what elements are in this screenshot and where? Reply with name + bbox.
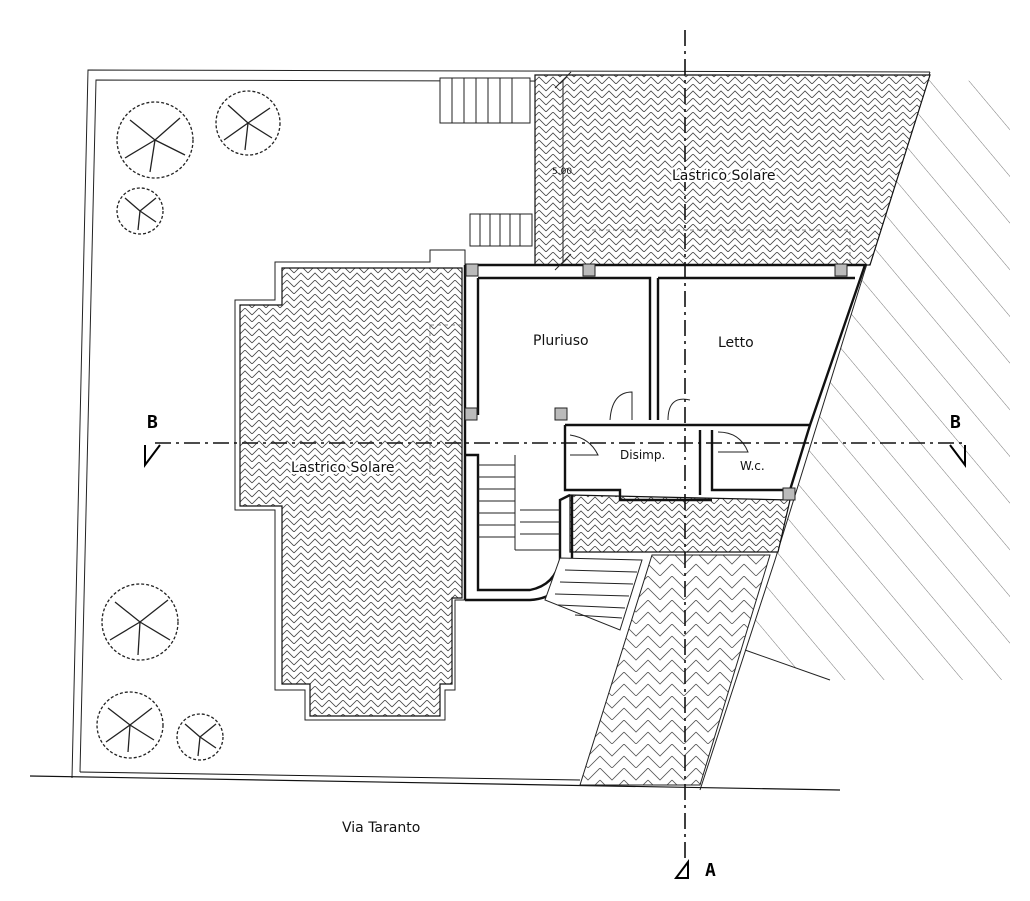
room-label-disimpegno: Disimp. <box>620 448 665 462</box>
trees <box>96 90 281 761</box>
stair-internal <box>478 455 560 551</box>
hidden-lines <box>429 229 851 475</box>
tree-icon <box>176 713 224 761</box>
stair-lower <box>544 557 643 631</box>
section-label-b-left: B <box>147 412 158 433</box>
terrace-label-top: Lastrico Solare <box>672 168 776 184</box>
terrace-label-left: Lastrico Solare <box>291 460 395 476</box>
room-label-letto: Letto <box>718 335 754 351</box>
dimension-line <box>554 71 572 271</box>
section-label-b-right: B <box>950 412 961 433</box>
stair-middle <box>469 213 533 247</box>
tree-icon <box>215 90 281 156</box>
room-label-pluriuso: Pluriuso <box>533 333 589 349</box>
terrace-strip <box>569 494 791 553</box>
dimension-label: 5.00 <box>552 167 572 177</box>
section-markers <box>144 444 966 879</box>
tree-icon <box>101 583 179 661</box>
stair-top <box>439 77 531 124</box>
section-label-a: A <box>705 860 716 881</box>
door-swings <box>569 391 749 456</box>
room-label-wc: W.c. <box>740 459 765 473</box>
tree-icon <box>116 187 164 235</box>
driveway-ramp <box>579 554 771 786</box>
street-edge <box>29 771 841 791</box>
street-label: Via Taranto <box>342 820 420 836</box>
columns <box>464 263 848 501</box>
tree-icon <box>96 691 164 759</box>
terrace-left <box>234 249 466 721</box>
section-axes <box>155 30 965 860</box>
terrace-top <box>534 74 931 266</box>
tree-icon <box>116 101 194 179</box>
